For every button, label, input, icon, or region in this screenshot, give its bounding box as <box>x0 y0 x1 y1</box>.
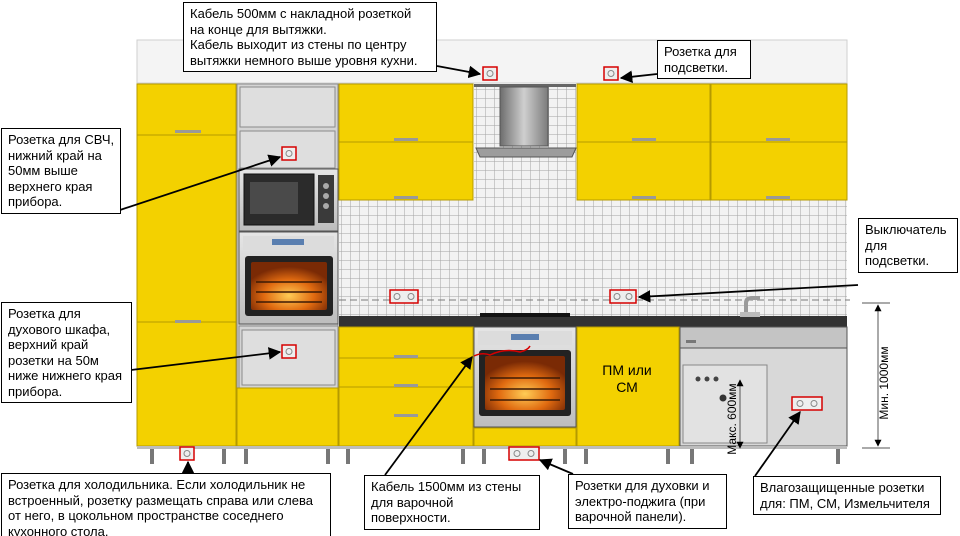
callout-backlight-socket: Розетка для подсветки. <box>657 40 751 79</box>
max-height-label: Макс. 600мм <box>725 383 739 455</box>
upper-cabinet-right <box>576 83 848 201</box>
upper-cabinet-left <box>338 83 474 201</box>
socket-hood <box>482 66 498 81</box>
callout-hood-cable: Кабель 500мм с накладной розеткой на кон… <box>183 2 437 72</box>
callout-hob-cable: Кабель 1500мм из стены для варочной пове… <box>364 475 540 530</box>
min-height-label: Мин. 1000мм <box>877 346 891 420</box>
dishwasher <box>679 326 848 447</box>
socket-backlight <box>603 66 619 81</box>
leader-backlight-socket <box>619 70 658 84</box>
leader-waterproof <box>754 410 801 477</box>
socket-backsplash-left <box>389 289 419 304</box>
callout-waterproof-sockets: Влагозащищенные розетки для: ПМ, СМ, Изм… <box>753 476 941 515</box>
tile-backsplash <box>339 200 847 317</box>
leader-hood <box>436 65 482 79</box>
leader-hob-cable <box>384 355 473 476</box>
socket-oven <box>281 344 297 359</box>
built-in-oven <box>473 326 577 447</box>
leader-oven-socket <box>130 347 282 371</box>
socket-fridge <box>179 446 195 461</box>
leader-oven-ignition <box>538 458 574 475</box>
socket-backsplash-right <box>609 289 637 304</box>
leader-microwave <box>119 154 282 211</box>
faucet <box>740 296 760 317</box>
countertop <box>339 316 847 327</box>
plinth <box>137 446 847 449</box>
callout-oven-ignition-sockets: Розетки для духовки и электро-поджига (п… <box>568 474 727 529</box>
appliance-slot-label: ПМ или СМ <box>602 362 652 395</box>
cabinet-legs <box>150 449 840 464</box>
hob-cable <box>473 345 531 357</box>
lower-drawer-unit <box>338 326 474 447</box>
callout-microwave-socket: Розетка для СВЧ, нижний край на 50мм выш… <box>1 128 121 214</box>
leader-lines <box>119 65 859 477</box>
callout-oven-socket: Розетка для духового шкафа, верхний край… <box>1 302 132 403</box>
leader-backlight-switch <box>637 284 859 303</box>
appliance-column <box>236 83 339 447</box>
dishwasher-washer-cabinet <box>576 326 680 447</box>
socket-markers <box>179 66 823 461</box>
callout-fridge-socket: Розетка для холодильника. Если холодильн… <box>1 473 331 536</box>
range-hood <box>474 84 577 158</box>
socket-waterproof <box>791 396 823 411</box>
dimension-min-height <box>862 302 890 449</box>
fridge-column <box>136 83 237 447</box>
socket-microwave <box>281 146 297 161</box>
socket-oven-ignition <box>508 446 540 461</box>
callout-backlight-switch: Выключатель для подсветки. <box>858 218 958 273</box>
